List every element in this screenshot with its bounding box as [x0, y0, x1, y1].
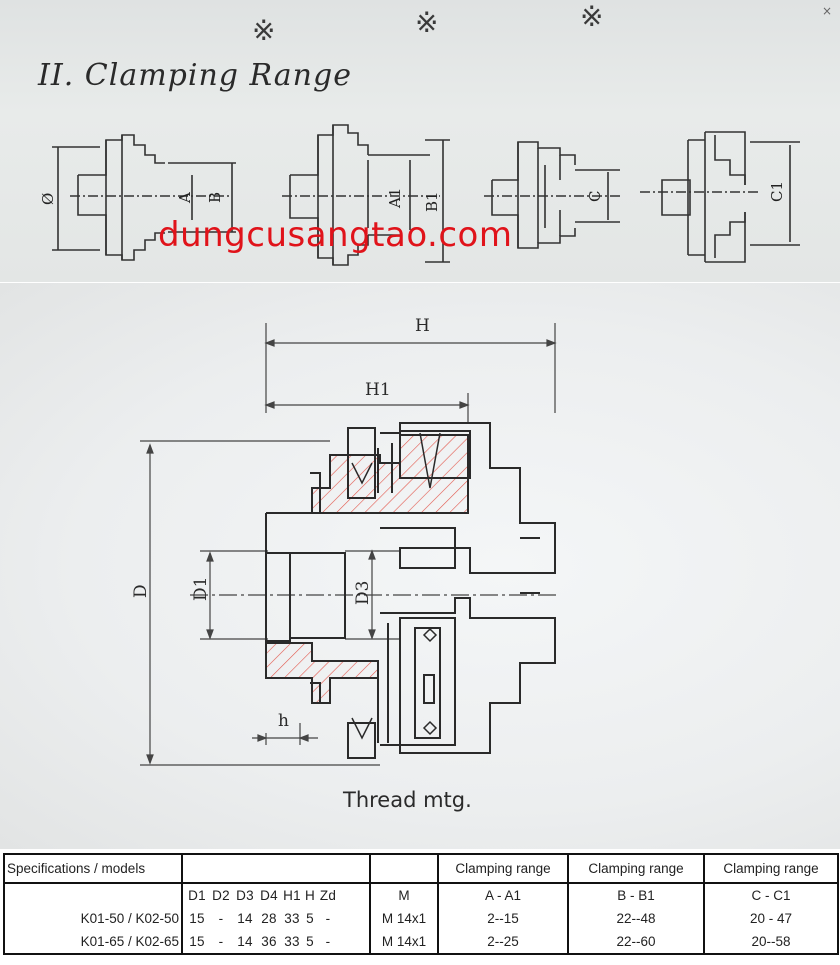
reference-mark-3: ※ [580, 0, 604, 33]
thread-cell: M 14x1 [369, 930, 439, 955]
dim-label-h: H [415, 316, 430, 336]
spec-table: Specifications / models Clamping range C… [3, 853, 839, 955]
dim-label-diameter: Ø [39, 193, 57, 205]
header-range-bb: Clamping range [567, 853, 705, 884]
sketch-reversed-jaws [484, 141, 620, 249]
subheader-range-ab: A - A1 [437, 883, 569, 907]
dim-label-h1: H1 [365, 380, 391, 400]
reference-mark-1: ※ [252, 14, 276, 47]
drawing-caption: Thread mtg. [343, 788, 472, 812]
header-thread [369, 853, 439, 884]
sketch-internal-jaws [282, 124, 450, 266]
dim-label-d1: D1 [191, 577, 211, 601]
model-cell: K01-50 / K02-50 [3, 907, 183, 930]
chuck-cross-section: H H1 D D1 D3 h [131, 316, 560, 766]
close-icon[interactable]: × [821, 4, 832, 18]
dim-label-a: A [176, 192, 194, 204]
dim-label-d3: D3 [353, 581, 373, 605]
clamping-range-panel: ※ ※ ※ × II. Clamping Range [0, 0, 840, 282]
thread-cell: M 14x1 [369, 907, 439, 930]
range-ab-cell: 2--15 [437, 907, 569, 930]
range-bb-cell: 22--60 [567, 930, 705, 955]
dim-label-h-small: h [278, 711, 289, 731]
dim-label-d: D [131, 584, 151, 598]
site-watermark: dungcusangtao.com [158, 215, 513, 255]
subheader-range-bb: B - B1 [567, 883, 705, 907]
clamping-range-sketches: Ø A B A1 B1 C C1 [39, 124, 800, 266]
header-models: Specifications / models [3, 853, 183, 884]
dim-label-c: C [586, 191, 604, 202]
subheader-range-cc: C - C1 [703, 883, 839, 907]
range-cc-cell: 20 - 47 [703, 907, 839, 930]
reference-mark-2: ※ [415, 6, 439, 39]
thread-subheader: M [369, 883, 439, 907]
range-cc-cell: 20--58 [703, 930, 839, 955]
chuck-drawing-panel: H H1 D D1 D3 h Thread mtg. [0, 283, 840, 849]
range-bb-cell: 22--48 [567, 907, 705, 930]
header-dimensions [181, 853, 371, 884]
model-cell: K01-65 / K02-65 [3, 930, 183, 955]
table-header-row: Specifications / models Clamping range C… [3, 853, 839, 884]
dim-label-a1: A1 [386, 188, 404, 209]
dim-label-c1: C1 [768, 181, 786, 202]
sketch-reversed-internal-jaws [640, 131, 800, 263]
dim-label-b1: B1 [423, 191, 441, 212]
clamping-range-title: II. Clamping Range [38, 58, 352, 93]
range-ab-cell: 2--25 [437, 930, 569, 955]
header-range-cc: Clamping range [703, 853, 839, 884]
header-range-ab: Clamping range [437, 853, 569, 884]
sketch-external-jaws [52, 134, 236, 261]
dim-label-b: B [206, 192, 224, 203]
